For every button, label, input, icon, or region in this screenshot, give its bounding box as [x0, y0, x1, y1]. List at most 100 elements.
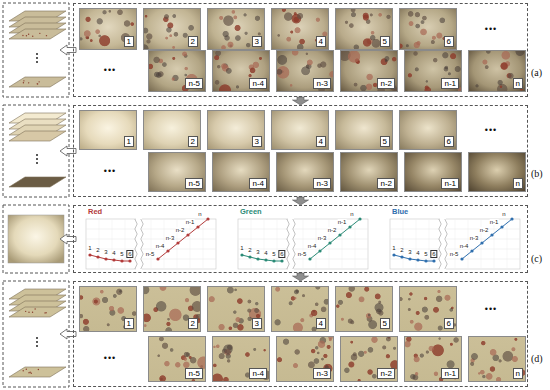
frame-number: 4: [316, 36, 326, 47]
image-tile: 5: [335, 286, 393, 332]
frame-number: 6: [444, 36, 454, 47]
ellipsis-dot: [36, 154, 38, 156]
image-tile: n-5: [148, 336, 206, 382]
data-line: [90, 255, 130, 261]
image-tile: n-2: [340, 336, 398, 382]
point-label: n-3: [166, 235, 175, 241]
flow-arrow: [293, 97, 309, 105]
point-label: n-2: [328, 227, 337, 233]
data-point: [358, 217, 361, 220]
image-tile: n-2: [340, 152, 398, 192]
frame-number: 6: [444, 136, 454, 147]
frame-number: n-4: [249, 78, 267, 89]
ellipsis-dot: [36, 162, 38, 164]
ellipsis-dot: [36, 57, 38, 59]
data-line: [394, 255, 434, 261]
data-point: [392, 253, 395, 256]
image-tile: n-2: [340, 50, 398, 92]
stage-panel: (d)123456n-5n-4n-3n-2n-1n: [73, 281, 528, 387]
point-label: n-5: [298, 251, 307, 257]
data-point: [338, 233, 341, 236]
data-point: [480, 241, 483, 244]
image-tile: 6: [399, 286, 457, 332]
image-tile: 6: [399, 8, 457, 50]
image-slice: [9, 29, 66, 39]
frame-number: 1: [124, 318, 134, 329]
break-line: [439, 219, 441, 269]
image-slice: [9, 367, 66, 377]
frame-number: 1: [124, 36, 134, 47]
slice-spot: [38, 369, 39, 370]
image-tile: 6: [399, 110, 457, 150]
image-tile: n-4: [212, 152, 270, 192]
data-point: [196, 225, 199, 228]
data-line: [310, 219, 360, 259]
data-point: [166, 249, 169, 252]
data-point: [176, 241, 179, 244]
point-label: n-4: [308, 243, 317, 249]
data-point: [186, 233, 189, 236]
image-tile: n-1: [404, 152, 462, 192]
data-line: [158, 219, 208, 259]
image-tile: n-3: [276, 336, 334, 382]
image-tile: 3: [207, 286, 265, 332]
image-tile: n: [468, 152, 526, 192]
point-label: n-3: [470, 235, 479, 241]
data-point: [272, 259, 275, 262]
slice-spot: [26, 35, 27, 36]
frame-number: 5: [380, 318, 390, 329]
data-point: [318, 249, 321, 252]
point-label: 3: [104, 249, 107, 255]
point-label: 6: [278, 250, 285, 258]
frame-number: n-2: [377, 78, 395, 89]
data-point: [256, 257, 259, 260]
frame-number: n-3: [313, 178, 331, 189]
point-label: 4: [112, 250, 115, 256]
data-point: [470, 249, 473, 252]
image-tile: n-1: [404, 336, 462, 382]
panel-letter: (d): [531, 354, 543, 364]
image-tile: n-3: [276, 50, 334, 92]
frame-number: n-5: [185, 78, 203, 89]
image-tile: 1: [79, 8, 137, 50]
image-tile: n-5: [148, 50, 206, 92]
point-label: n-1: [490, 219, 499, 225]
data-point: [400, 255, 403, 258]
point-label: n-1: [338, 219, 347, 225]
point-label: 5: [424, 251, 427, 257]
data-point: [280, 259, 283, 262]
data-point: [240, 253, 243, 256]
data-point: [248, 255, 251, 258]
image-slice: [9, 307, 66, 317]
point-label: 2: [400, 247, 403, 253]
frame-number: n-1: [441, 78, 459, 89]
channel-title: Red: [88, 208, 102, 216]
slice-spot: [34, 308, 35, 309]
frame-number: n: [513, 78, 523, 89]
data-point: [348, 225, 351, 228]
background-image: [8, 215, 64, 263]
point-label: n-5: [450, 251, 459, 257]
slice-spot: [28, 34, 29, 35]
slice-spot: [37, 83, 38, 84]
ellipsis-dot: [36, 337, 38, 339]
point-label: 2: [96, 247, 99, 253]
slice-spot: [28, 82, 29, 83]
plot-frame: [390, 219, 520, 269]
ellipsis-mark: •••: [485, 305, 497, 314]
image-tile: 2: [143, 286, 201, 332]
image-tile: n-1: [404, 50, 462, 92]
grid-line: [342, 219, 343, 269]
grid-line: [303, 219, 304, 269]
flow-arrow: [293, 273, 309, 281]
point-label: 6: [430, 250, 437, 258]
inset-frame: [3, 3, 69, 97]
slice-spot: [26, 369, 27, 370]
image-tile: n: [468, 50, 526, 92]
data-line: [462, 219, 512, 259]
point-label: n-1: [186, 219, 195, 225]
image-tile: 2: [143, 110, 201, 150]
frame-number: 3: [252, 36, 262, 47]
slice-spot: [23, 80, 24, 81]
